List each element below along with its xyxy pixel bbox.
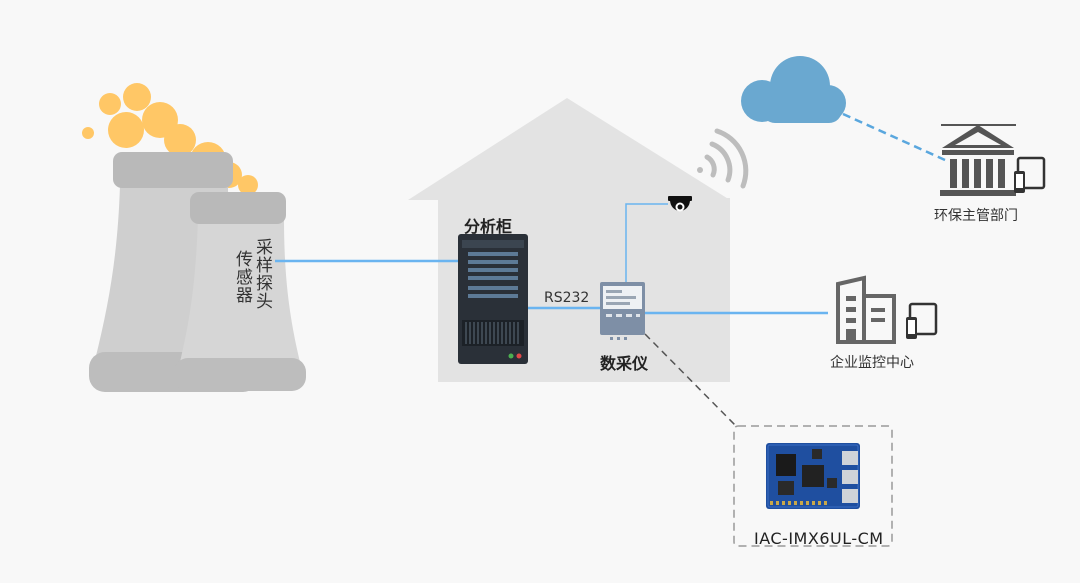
cloud-icon (741, 56, 846, 123)
analysis-cabinet-label: 分析柜 (464, 217, 513, 236)
rs232-label: RS232 (544, 290, 590, 306)
cloud-to-department-line (842, 112, 946, 162)
sensor-label: 传感器 (232, 250, 252, 304)
server-cabinet-icon (458, 234, 528, 364)
camera-link-line (625, 203, 668, 282)
sampling-probe-label: 采样探头 (252, 238, 272, 310)
house-icon (408, 98, 730, 382)
connection-lines (275, 259, 828, 315)
camera-icon (668, 196, 692, 212)
data-collector-label: 数采仪 (600, 354, 649, 373)
collector-to-module-line (644, 333, 737, 427)
module-frame (733, 425, 893, 547)
module-label: IAC-IMX6UL-CM (754, 529, 884, 548)
government-building-icon (940, 124, 1016, 196)
office-building-icon (836, 275, 896, 344)
devices-icon-department (1014, 156, 1046, 193)
cooling-tower-icon (89, 152, 306, 392)
enterprise-center-label: 企业监控中心 (830, 355, 914, 371)
devices-icon-enterprise (906, 302, 938, 339)
wireless-signal-icon (697, 128, 749, 189)
circuit-board-icon (766, 443, 860, 509)
data-collector-icon (600, 282, 645, 340)
env-department-label: 环保主管部门 (934, 208, 1018, 224)
